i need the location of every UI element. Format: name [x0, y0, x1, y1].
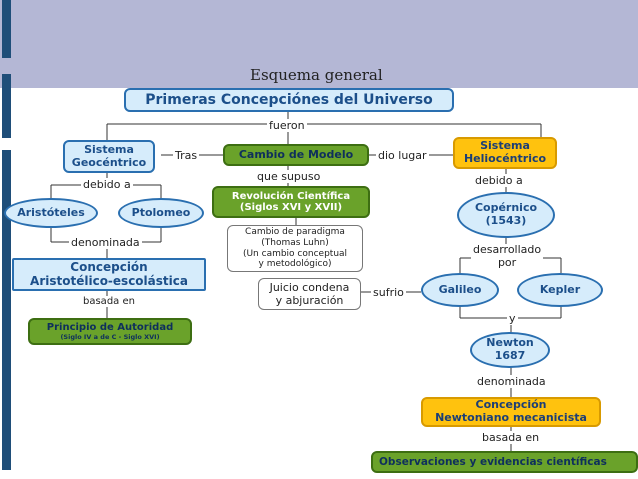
- note-cambio-de-paradigma-line3: (Un cambio conceptual: [242, 248, 348, 259]
- link-basada-en-right: basada en: [480, 431, 542, 444]
- node-primeras-concepciones: Primeras Concepciónes del Universo: [124, 88, 454, 112]
- node-ptolomeo-label: Ptolomeo: [131, 205, 191, 219]
- node-galileo-label: Galileo: [438, 282, 482, 296]
- node-revolucion-cientifica-line1: Revolución Científica: [231, 190, 351, 202]
- link-debido-a-left: debido a: [81, 178, 133, 191]
- node-kepler: Kepler: [517, 273, 603, 307]
- node-sistema-geocentrico-line2: Geocéntrico: [71, 155, 147, 169]
- node-galileo: Galileo: [421, 273, 499, 307]
- node-sistema-heliocentrico-line1: Sistema: [480, 139, 530, 153]
- node-copernico-line2: (1543): [485, 214, 527, 227]
- node-newton: Newton 1687: [470, 332, 550, 368]
- node-concepcion-newtoniana-line2: Newtoniano mecanicista: [435, 411, 587, 424]
- link-desarrollado-por-line1: desarrollado: [473, 243, 542, 256]
- link-sufrio: sufrio: [371, 286, 406, 299]
- node-principio-de-autoridad-line2: (Siglo IV a de C - Siglo XVI): [60, 332, 160, 341]
- link-desarrollado-por-line2: por: [497, 255, 517, 269]
- node-kepler-label: Kepler: [539, 282, 581, 296]
- link-que-supuso: que supuso: [255, 170, 323, 183]
- link-debido-a-right: debido a: [473, 174, 525, 187]
- node-concepcion-aristotelica-line1: Concepción: [70, 259, 148, 274]
- note-juicio-condena-line2: y abjuración: [275, 294, 344, 307]
- sidebar-bar-bottom: [2, 150, 11, 470]
- link-denominada-left: denominada: [69, 236, 142, 249]
- node-observaciones-evidencias-label: Observaciones y evidencias científicas: [379, 455, 607, 468]
- link-y: y: [507, 312, 518, 325]
- link-fueron: fueron: [267, 119, 307, 132]
- node-principio-de-autoridad-line1: Principio de Autoridad: [46, 322, 174, 334]
- node-concepcion-aristotelica-line2: Aristotélico-escolástica: [30, 273, 188, 288]
- node-sistema-heliocentrico-line2: Heliocéntrico: [463, 152, 547, 165]
- link-denominada-right: denominada: [475, 375, 548, 388]
- note-juicio-condena-line1: Juicio condena: [269, 280, 350, 294]
- note-juicio-condena: Juicio condena y abjuración: [258, 278, 361, 310]
- node-aristoteles: Aristóteles: [4, 198, 98, 228]
- node-cambio-de-modelo-label: Cambio de Modelo: [238, 147, 354, 161]
- sidebar-bar-top: [2, 0, 11, 58]
- link-tras: Tras: [173, 149, 200, 162]
- node-aristoteles-label: Aristóteles: [17, 205, 85, 219]
- node-cambio-de-modelo: Cambio de Modelo: [223, 144, 369, 166]
- node-copernico: Copérnico (1543): [457, 192, 555, 238]
- node-principio-de-autoridad: Principio de Autoridad (Siglo IV a de C …: [28, 318, 192, 345]
- link-basada-en-left: basada en: [81, 296, 137, 307]
- node-concepcion-aristotelica: Concepción Aristotélico-escolástica: [12, 258, 206, 291]
- header-band: [0, 0, 638, 88]
- node-newton-line2: 1687: [494, 349, 526, 362]
- node-concepcion-newtoniana-line1: Concepción: [475, 398, 547, 412]
- node-primeras-concepciones-label: Primeras Concepciónes del Universo: [145, 91, 433, 108]
- link-desarrollado-por: desarrollado por: [471, 243, 544, 270]
- concept-map: Primeras Concepciónes del Universo Siste…: [4, 88, 638, 479]
- node-sistema-heliocentrico: Sistema Heliocéntrico: [453, 137, 557, 169]
- link-dio-lugar: dio lugar: [376, 149, 429, 162]
- node-concepcion-newtoniana: Concepción Newtoniano mecanicista: [421, 397, 601, 427]
- node-newton-line1: Newton: [486, 336, 534, 350]
- node-observaciones-evidencias: Observaciones y evidencias científicas: [371, 451, 638, 473]
- note-cambio-de-paradigma-line2: (Thomas Luhn): [261, 237, 329, 248]
- node-ptolomeo: Ptolomeo: [118, 198, 204, 228]
- slide-title: Esquema general: [250, 66, 383, 84]
- node-revolucion-cientifica: Revolución Científica (Siglos XVI y XVII…: [212, 186, 370, 218]
- note-cambio-de-paradigma-line1: Cambio de paradigma: [245, 226, 345, 237]
- node-revolucion-cientifica-line2: (Siglos XVI y XVII): [239, 202, 343, 213]
- sidebar-bar-middle: [2, 74, 11, 138]
- node-copernico-line1: Copérnico: [474, 201, 538, 215]
- node-sistema-geocentrico-line1: Sistema: [84, 142, 134, 156]
- note-cambio-de-paradigma-line4: y metodológico): [258, 259, 332, 270]
- note-cambio-de-paradigma: Cambio de paradigma (Thomas Luhn) (Un ca…: [227, 225, 363, 272]
- node-sistema-geocentrico: Sistema Geocéntrico: [63, 140, 155, 173]
